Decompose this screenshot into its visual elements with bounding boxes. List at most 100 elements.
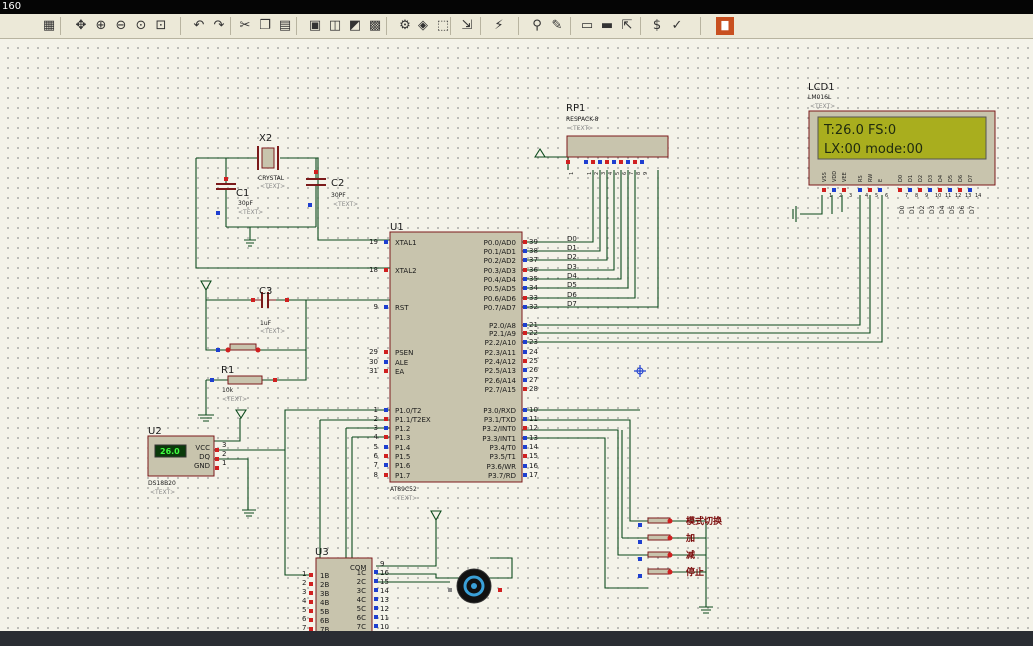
- u2-pin[interactable]: [215, 466, 219, 470]
- wire-autoroute-icon[interactable]: ⚡: [494, 18, 504, 33]
- rp1-pin[interactable]: [584, 160, 588, 164]
- u1-pin[interactable]: [384, 463, 388, 467]
- u1-pin[interactable]: [523, 387, 527, 391]
- u1-pin[interactable]: [523, 350, 527, 354]
- rp1-pin[interactable]: [591, 160, 595, 164]
- button-pin[interactable]: [638, 557, 642, 561]
- u2-pin[interactable]: [215, 448, 219, 452]
- grid-icon[interactable]: ▦: [42, 18, 56, 33]
- u1-pin[interactable]: [523, 426, 527, 430]
- new-sheet-icon[interactable]: ▭: [580, 18, 594, 33]
- u1-pin[interactable]: [523, 417, 527, 421]
- lcd-pin[interactable]: [938, 188, 942, 192]
- rp1-pin[interactable]: [605, 160, 609, 164]
- u1-pin[interactable]: [523, 249, 527, 253]
- rp1-pin[interactable]: [566, 160, 570, 164]
- redo-icon[interactable]: ↷: [213, 18, 225, 33]
- u1-pin[interactable]: [384, 473, 388, 477]
- u1-pin[interactable]: [384, 445, 388, 449]
- lcd-pin[interactable]: [822, 188, 826, 192]
- property-assign-icon[interactable]: ✎: [551, 18, 563, 33]
- lcd-pin[interactable]: [868, 188, 872, 192]
- rp1-pin[interactable]: [640, 160, 644, 164]
- u1-pin[interactable]: [384, 454, 388, 458]
- rp1-pin[interactable]: [598, 160, 602, 164]
- u1-pin[interactable]: [384, 369, 388, 373]
- u1-pin[interactable]: [523, 323, 527, 327]
- u1-pin[interactable]: [523, 464, 527, 468]
- lcd-pin[interactable]: [958, 188, 962, 192]
- zoom-area-icon[interactable]: ⊡: [155, 18, 167, 33]
- u1-pin[interactable]: [523, 286, 527, 290]
- u1-pin[interactable]: [523, 331, 527, 335]
- u1-pin[interactable]: [384, 417, 388, 421]
- u3-pin[interactable]: [309, 618, 313, 622]
- u1-pin[interactable]: [523, 359, 527, 363]
- lcd-pin[interactable]: [858, 188, 862, 192]
- c1-pin[interactable]: [216, 211, 220, 215]
- u1-pin[interactable]: [523, 473, 527, 477]
- exit-sheet-icon[interactable]: ⇱: [621, 18, 633, 33]
- package-tool-icon[interactable]: ⬚: [436, 18, 450, 33]
- lcd-pin[interactable]: [832, 188, 836, 192]
- u3-pin[interactable]: [309, 582, 313, 586]
- u1-pin[interactable]: [523, 340, 527, 344]
- u1-pin[interactable]: [523, 305, 527, 309]
- rp1-pin[interactable]: [619, 160, 623, 164]
- u3-pin[interactable]: [374, 579, 378, 583]
- r1-pin[interactable]: [273, 378, 277, 382]
- lcd-pin[interactable]: [948, 188, 952, 192]
- lcd-pin[interactable]: [918, 188, 922, 192]
- rp1-pin[interactable]: [633, 160, 637, 164]
- u1-pin[interactable]: [384, 426, 388, 430]
- block-copy-icon[interactable]: ▣: [308, 18, 322, 33]
- u1-pin[interactable]: [384, 408, 388, 412]
- u1-pin[interactable]: [523, 454, 527, 458]
- u3-pin[interactable]: [309, 609, 313, 613]
- u1-pin[interactable]: [523, 408, 527, 412]
- lcd-pin[interactable]: [928, 188, 932, 192]
- pick-device-icon[interactable]: ⚙: [399, 18, 411, 33]
- u1-pin[interactable]: [384, 305, 388, 309]
- u1-pin[interactable]: [523, 277, 527, 281]
- ares-icon[interactable]: ▇: [716, 17, 734, 35]
- u1-pin[interactable]: [523, 368, 527, 372]
- lcd-pin[interactable]: [908, 188, 912, 192]
- zoom-out-icon[interactable]: ⊖: [115, 18, 127, 33]
- button-pin[interactable]: [638, 540, 642, 544]
- u1-pin[interactable]: [384, 435, 388, 439]
- u1-pin[interactable]: [523, 445, 527, 449]
- u3-pin[interactable]: [374, 624, 378, 628]
- reset-button-pin[interactable]: [216, 348, 220, 352]
- zoom-all-icon[interactable]: ⊙: [135, 18, 147, 33]
- button-pin[interactable]: [638, 574, 642, 578]
- paste-icon[interactable]: ▤: [278, 18, 292, 33]
- rp1-pin[interactable]: [612, 160, 616, 164]
- c2-pin[interactable]: [308, 203, 312, 207]
- c2-pin[interactable]: [314, 170, 318, 174]
- button-pin[interactable]: [638, 523, 642, 527]
- c1-pin[interactable]: [224, 177, 228, 181]
- lcd-pin[interactable]: [968, 188, 972, 192]
- u3-pin[interactable]: [374, 588, 378, 592]
- decompose-icon[interactable]: ⇲: [461, 18, 473, 33]
- u1-pin[interactable]: [384, 350, 388, 354]
- u3-pin[interactable]: [309, 591, 313, 595]
- u2-pin[interactable]: [215, 457, 219, 461]
- u1-pin[interactable]: [384, 268, 388, 272]
- c3-pin[interactable]: [251, 298, 255, 302]
- remove-sheet-icon[interactable]: ▬: [600, 18, 614, 33]
- erc-icon[interactable]: ✓: [671, 18, 683, 33]
- pan-icon[interactable]: ✥: [75, 18, 87, 33]
- u1-pin[interactable]: [523, 296, 527, 300]
- schematic-drawing[interactable]: X2CRYSTAL<TEXT>C130pF<TEXT>C230PF<TEXT>C…: [0, 39, 1033, 641]
- u1-pin[interactable]: [384, 360, 388, 364]
- block-delete-icon[interactable]: ▩: [368, 18, 382, 33]
- u3-pin[interactable]: [374, 597, 378, 601]
- u3-pin[interactable]: [309, 573, 313, 577]
- u3-pin[interactable]: [309, 627, 313, 631]
- r1-pin[interactable]: [210, 378, 214, 382]
- lcd-pin[interactable]: [878, 188, 882, 192]
- u1-pin[interactable]: [523, 258, 527, 262]
